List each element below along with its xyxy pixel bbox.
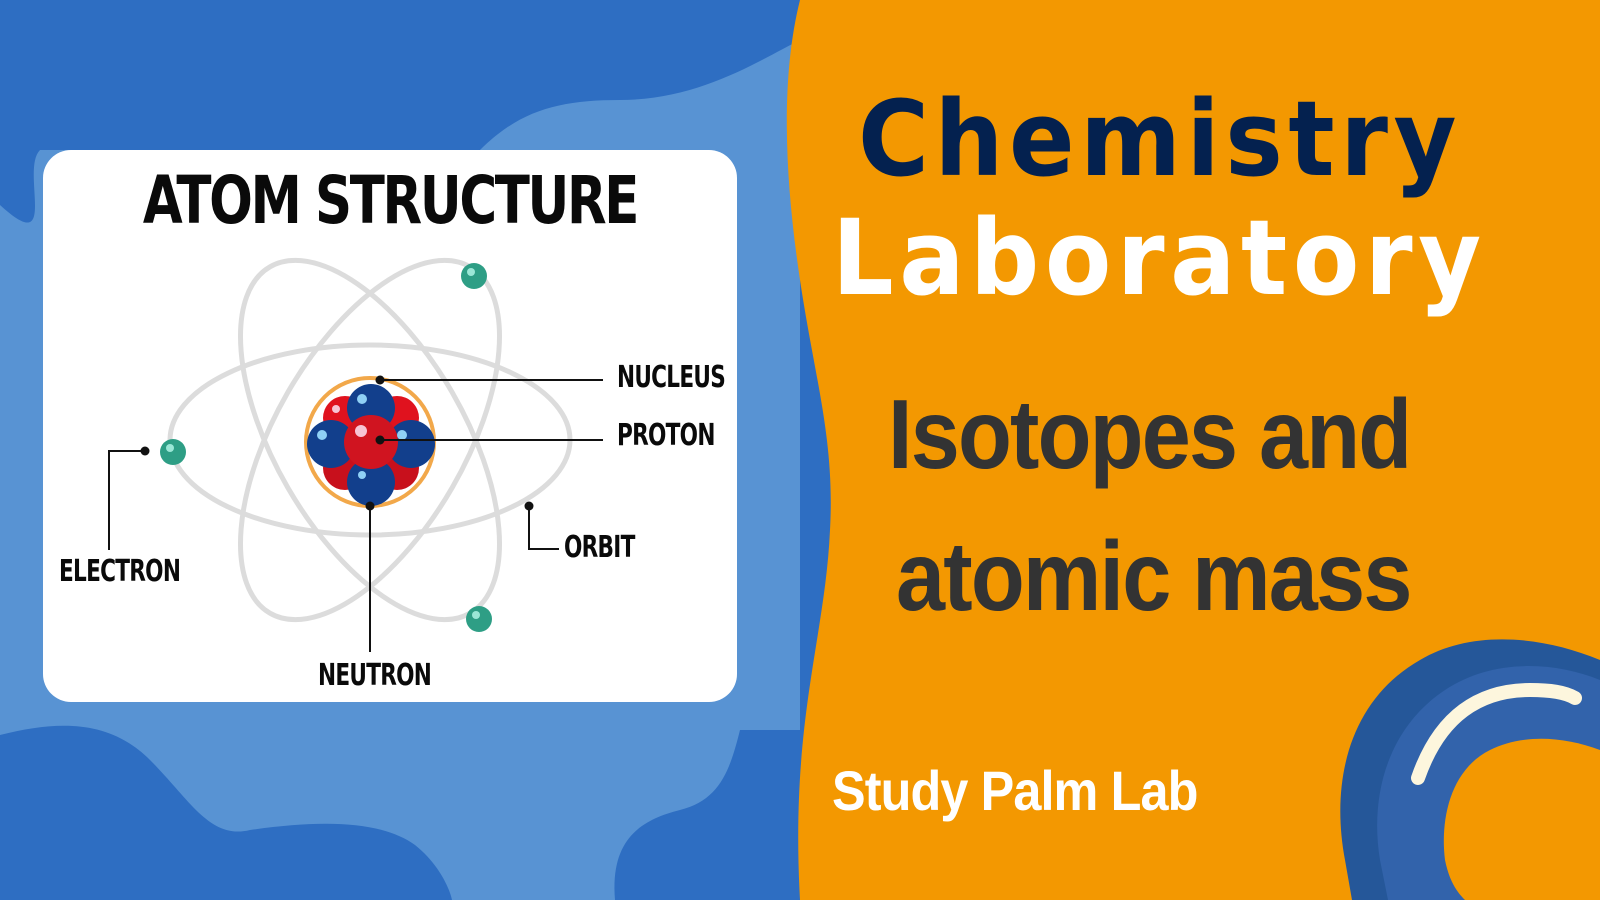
atom-illustration — [108, 257, 603, 652]
nucleus-particles — [307, 384, 435, 506]
label-orbit: ORBIT — [564, 530, 635, 565]
brand-name: Study Palm Lab — [832, 759, 1198, 822]
heading-line-2: Laboratory — [832, 197, 1487, 319]
label-proton: PROTON — [617, 418, 715, 453]
atom-diagram-card: ATOM STRUCTURE NUCLEUS PROTON ELECTRON O… — [43, 150, 737, 702]
label-neutron: NEUTRON — [318, 658, 432, 693]
subtitle-line-1: Isotopes and — [888, 379, 1412, 489]
label-nucleus: NUCLEUS — [617, 360, 726, 395]
subtitle-line-2: atomic mass — [896, 521, 1412, 631]
label-electron: ELECTRON — [59, 554, 181, 589]
heading-line-1: Chemistry — [858, 78, 1463, 200]
electrons — [160, 263, 492, 632]
diagram-title: ATOM STRUCTURE — [142, 162, 640, 239]
